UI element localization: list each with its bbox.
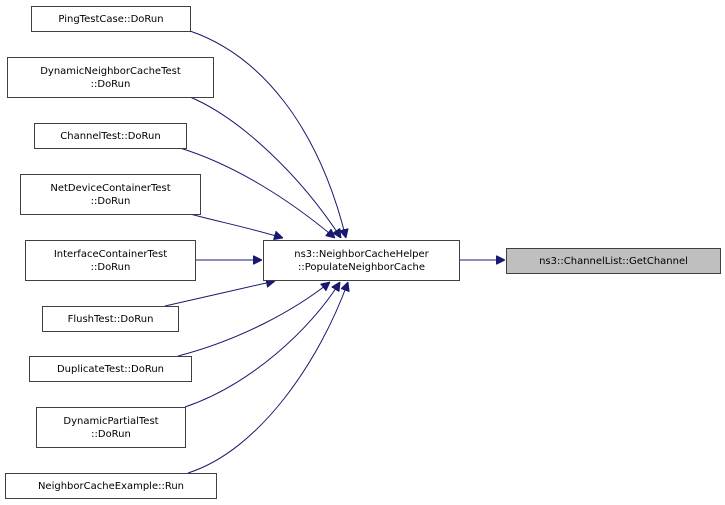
edge-pingtestcase	[189, 30, 346, 238]
edge-neighborcacheexample	[187, 282, 348, 474]
node-label: PingTestCase::DoRun	[58, 13, 164, 25]
node-duplicatetest[interactable]: DuplicateTest::DoRun	[29, 356, 192, 382]
node-label: NetDeviceContainerTest	[50, 182, 171, 194]
node-label: ::DoRun	[90, 261, 131, 273]
node-dynamicpartialtest[interactable]: DynamicPartialTest ::DoRun	[36, 407, 186, 448]
node-netdevicecontainertest[interactable]: NetDeviceContainerTest ::DoRun	[20, 174, 201, 215]
node-label: DynamicPartialTest	[63, 415, 159, 427]
node-label: ::DoRun	[90, 195, 131, 207]
edge-channeltest	[179, 147, 335, 238]
node-label: DuplicateTest::DoRun	[56, 363, 165, 375]
node-label: ::DoRun	[91, 428, 131, 440]
node-label: ::PopulateNeighborCache	[298, 261, 425, 273]
node-label: NeighborCacheExample::Run	[37, 480, 185, 492]
node-label: InterfaceContainerTest	[53, 248, 168, 260]
node-label: ns3::ChannelList::GetChannel	[539, 255, 688, 267]
node-getchannel-focus: ns3::ChannelList::GetChannel	[506, 248, 721, 274]
node-dynamicneighborcachetest[interactable]: DynamicNeighborCacheTest ::DoRun	[7, 57, 214, 98]
node-label: FlushTest::DoRun	[67, 313, 154, 325]
node-populateneighborcache[interactable]: ns3::NeighborCacheHelper ::PopulateNeigh…	[263, 240, 460, 281]
edge-flushtest	[164, 281, 275, 307]
node-label: ns3::NeighborCacheHelper	[294, 248, 429, 260]
node-neighborcacheexample[interactable]: NeighborCacheExample::Run	[5, 473, 217, 499]
node-label: DynamicNeighborCacheTest	[40, 65, 181, 77]
node-channeltest[interactable]: ChannelTest::DoRun	[34, 123, 187, 149]
node-interfacecontainertest[interactable]: InterfaceContainerTest ::DoRun	[25, 240, 196, 281]
node-label: ::DoRun	[90, 78, 131, 90]
node-flushtest[interactable]: FlushTest::DoRun	[42, 306, 179, 332]
node-label: ChannelTest::DoRun	[60, 130, 161, 142]
edge-duplicatetest	[177, 282, 330, 357]
edge-dynamicpartialtest	[184, 282, 340, 408]
edge-dynamicneighborcachetest	[189, 96, 341, 238]
edge-netdevicecontainertest	[189, 213, 283, 238]
node-pingtestcase[interactable]: PingTestCase::DoRun	[31, 6, 191, 32]
